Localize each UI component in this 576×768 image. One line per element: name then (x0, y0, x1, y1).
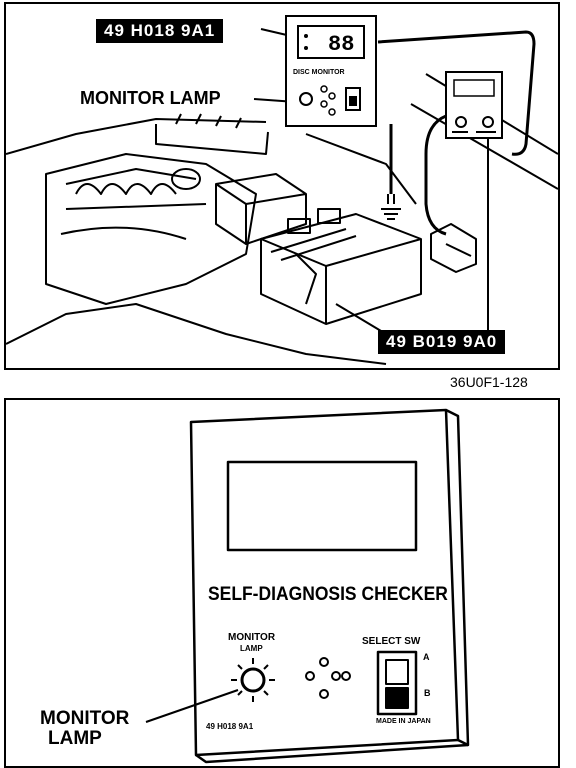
engine-bay-drawing: 88 DISC MONITOR (6, 15, 558, 365)
monitor-lamp-icon (231, 658, 275, 702)
tool-label-h018: 49 H018 9A1 (96, 19, 224, 43)
made-in-text: MADE IN JAPAN (376, 718, 431, 725)
device-caption: DISC MONITOR (293, 69, 345, 76)
indicator-dots (305, 657, 351, 699)
figure-code: 36U0F1-128 (450, 374, 528, 390)
callout-lamp: LAMP (48, 728, 102, 749)
checker-title: SELF-DIAGNOSIS CHECKER (208, 584, 448, 605)
monitor-lamp-label: MONITOR LAMP (80, 88, 221, 108)
checker-unit-device (445, 71, 503, 139)
monitor-text: MONITOR (228, 632, 276, 643)
checker-drawing (145, 408, 470, 764)
lamp-text: LAMP (240, 644, 263, 653)
monitor-lamp-icon (299, 92, 313, 106)
switch-b-text: B (424, 688, 431, 698)
switch-a-text: A (423, 652, 430, 662)
tool-label-b019: 49 B019 9A0 (378, 330, 506, 354)
disc-monitor-device: 88 DISC MONITOR (285, 15, 377, 127)
callout-monitor: MONITOR (40, 708, 130, 729)
engine-bay-figure: 88 DISC MONITOR 49 H018 9A1 MONITOR LAMP… (4, 2, 560, 370)
select-sw-text: SELECT SW (362, 636, 421, 647)
part-number-text: 49 H018 9A1 (206, 722, 254, 731)
display-digits: 88 (328, 32, 354, 57)
checker-closeup-figure: SELF-DIAGNOSIS CHECKER MONITOR LAMP SELE… (4, 398, 560, 768)
